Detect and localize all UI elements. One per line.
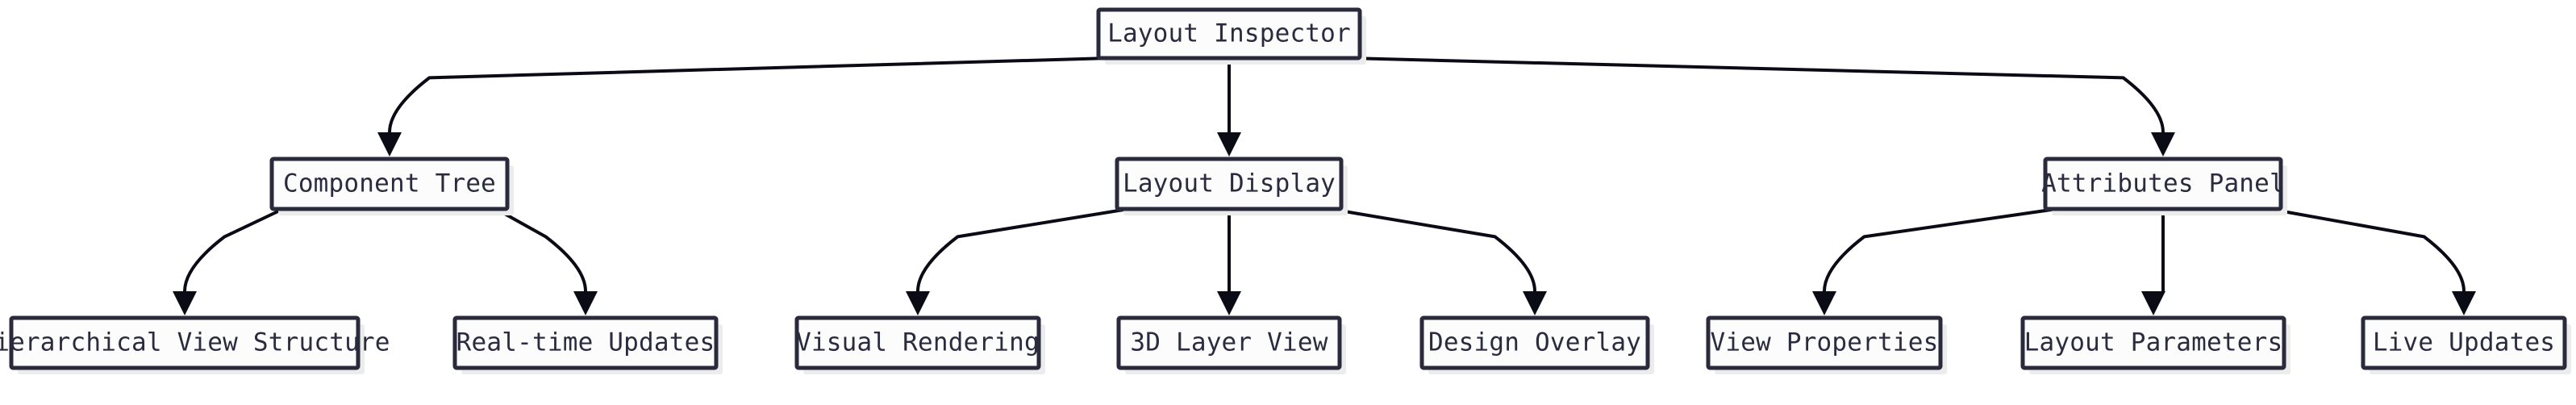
node-box[interactable] [794, 315, 1041, 370]
edge-line [916, 207, 1129, 292]
edge-component-tree-to-real-time-updates [495, 207, 598, 315]
node-box[interactable] [2361, 315, 2567, 370]
node-box[interactable] [9, 315, 361, 370]
node-view-properties[interactable]: View Properties [1706, 315, 1947, 374]
edge-attributes-panel-to-view-properties [1812, 207, 2057, 315]
edge-layout-inspector-to-component-tree [377, 56, 1111, 157]
arrow-head-icon [1217, 291, 1241, 315]
node-box[interactable] [2020, 315, 2286, 370]
node-component-tree[interactable]: Component Tree [269, 157, 514, 215]
node-layout-inspector[interactable]: Layout Inspector [1096, 7, 1366, 65]
node-real-time-updates[interactable]: Real-time Updates [452, 315, 723, 374]
node-box[interactable] [1419, 315, 1650, 370]
node-box[interactable] [1096, 7, 1362, 61]
node-box[interactable] [1116, 315, 1342, 370]
node-live-updates[interactable]: Live Updates [2361, 315, 2571, 374]
node-layout-display[interactable]: Layout Display [1115, 157, 1348, 215]
edge-line [2269, 207, 2466, 292]
arrow-head-icon [1217, 132, 1241, 157]
edge-layout-display-to-3d-layer-view [1217, 209, 1241, 315]
arrow-head-icon [2141, 291, 2165, 315]
arrow-head-icon [1812, 291, 1836, 315]
arrow-head-icon [573, 291, 598, 315]
arrow-head-icon [377, 132, 402, 157]
edge-component-tree-to-hierarchical-view-structure [173, 207, 284, 315]
edge-line [388, 56, 1111, 133]
edge-line [1329, 207, 1536, 292]
edge-line [1823, 207, 2057, 292]
node-box[interactable] [2043, 157, 2283, 211]
arrow-head-icon [2151, 132, 2175, 157]
edge-line [495, 207, 587, 292]
node-box[interactable] [452, 315, 719, 370]
arrow-head-icon [906, 291, 930, 315]
node-box[interactable] [1706, 315, 1943, 370]
edge-layout-inspector-to-attributes-panel [1348, 56, 2175, 157]
node-design-overlay[interactable]: Design Overlay [1419, 315, 1654, 374]
node-box[interactable] [1115, 157, 1344, 211]
edge-layout-display-to-design-overlay [1329, 207, 1547, 315]
node-3d-layer-view[interactable]: 3D Layer View [1116, 315, 1346, 374]
edge-attributes-panel-to-live-updates [2269, 207, 2476, 315]
edge-line [1348, 56, 2165, 133]
node-visual-rendering[interactable]: Visual Rendering [794, 315, 1045, 374]
edges-layer [173, 56, 2476, 315]
edge-line [183, 207, 284, 292]
edge-layout-inspector-to-layout-display [1217, 58, 1241, 157]
arrow-head-icon [173, 291, 197, 315]
node-box[interactable] [269, 157, 510, 211]
edge-layout-display-to-visual-rendering [906, 207, 1129, 315]
node-layout-parameters[interactable]: Layout Parameters [2020, 315, 2290, 374]
node-hierarchical-view-structure[interactable]: Hierarchical View Structure [0, 315, 390, 374]
arrow-head-icon [1523, 291, 1547, 315]
edge-attributes-panel-to-layout-parameters [2141, 209, 2165, 315]
arrow-head-icon [2452, 291, 2476, 315]
node-attributes-panel[interactable]: Attributes Panel [2041, 157, 2287, 215]
